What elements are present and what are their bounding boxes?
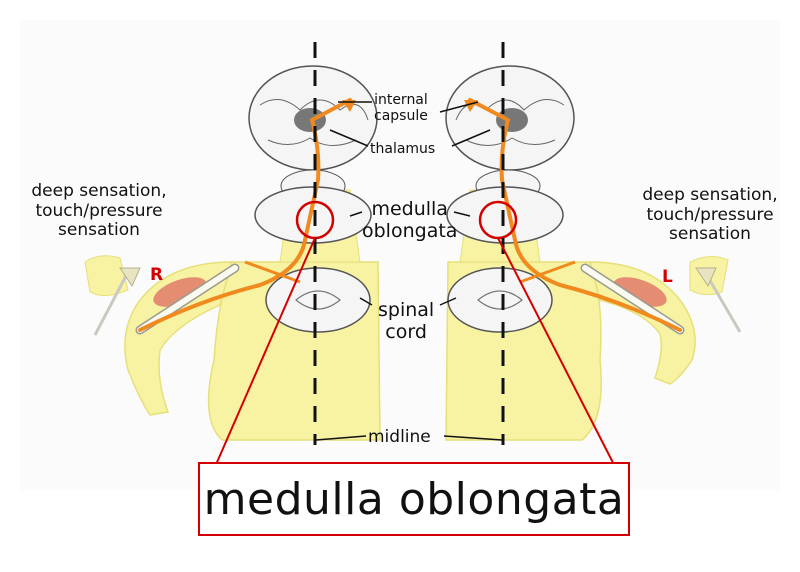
callout-title: medulla oblongata (203, 473, 625, 525)
needle-probe-icon (695, 267, 742, 333)
label-midline: midline (368, 427, 431, 447)
label-right-sensation: deep sensation, touch/pressure sensation (642, 185, 778, 245)
label-medulla-oblongata: medulla oblongata (362, 198, 458, 242)
right-pathway (468, 98, 682, 332)
side-marker-right: R (150, 265, 164, 285)
left-figure (84, 65, 381, 441)
left-hand (84, 255, 129, 296)
needle-probe-icon (93, 267, 141, 336)
right-spinal-cord (447, 267, 553, 333)
background-panel (20, 20, 780, 490)
right-figure (445, 65, 742, 441)
left-callout-line (203, 237, 316, 493)
left-muscle (153, 277, 207, 307)
label-spinal-cord: spinal cord (378, 299, 435, 343)
callout-box: medulla oblongata (198, 462, 630, 536)
right-thalamus-shape (496, 108, 528, 132)
right-muscle (613, 277, 667, 307)
left-bone (137, 265, 238, 333)
side-marker-left: L (662, 267, 673, 287)
left-pathway (138, 98, 352, 332)
label-thalamus: thalamus (370, 141, 436, 157)
left-brain-folds (259, 99, 369, 121)
leader-lines (315, 101, 503, 441)
left-spinal-cord (265, 267, 371, 333)
right-bone (582, 265, 683, 333)
label-internal-capsule: internal capsule (374, 92, 428, 125)
right-callout-line (497, 237, 629, 493)
label-left-sensation: deep sensation, touch/pressure sensation (31, 181, 167, 241)
